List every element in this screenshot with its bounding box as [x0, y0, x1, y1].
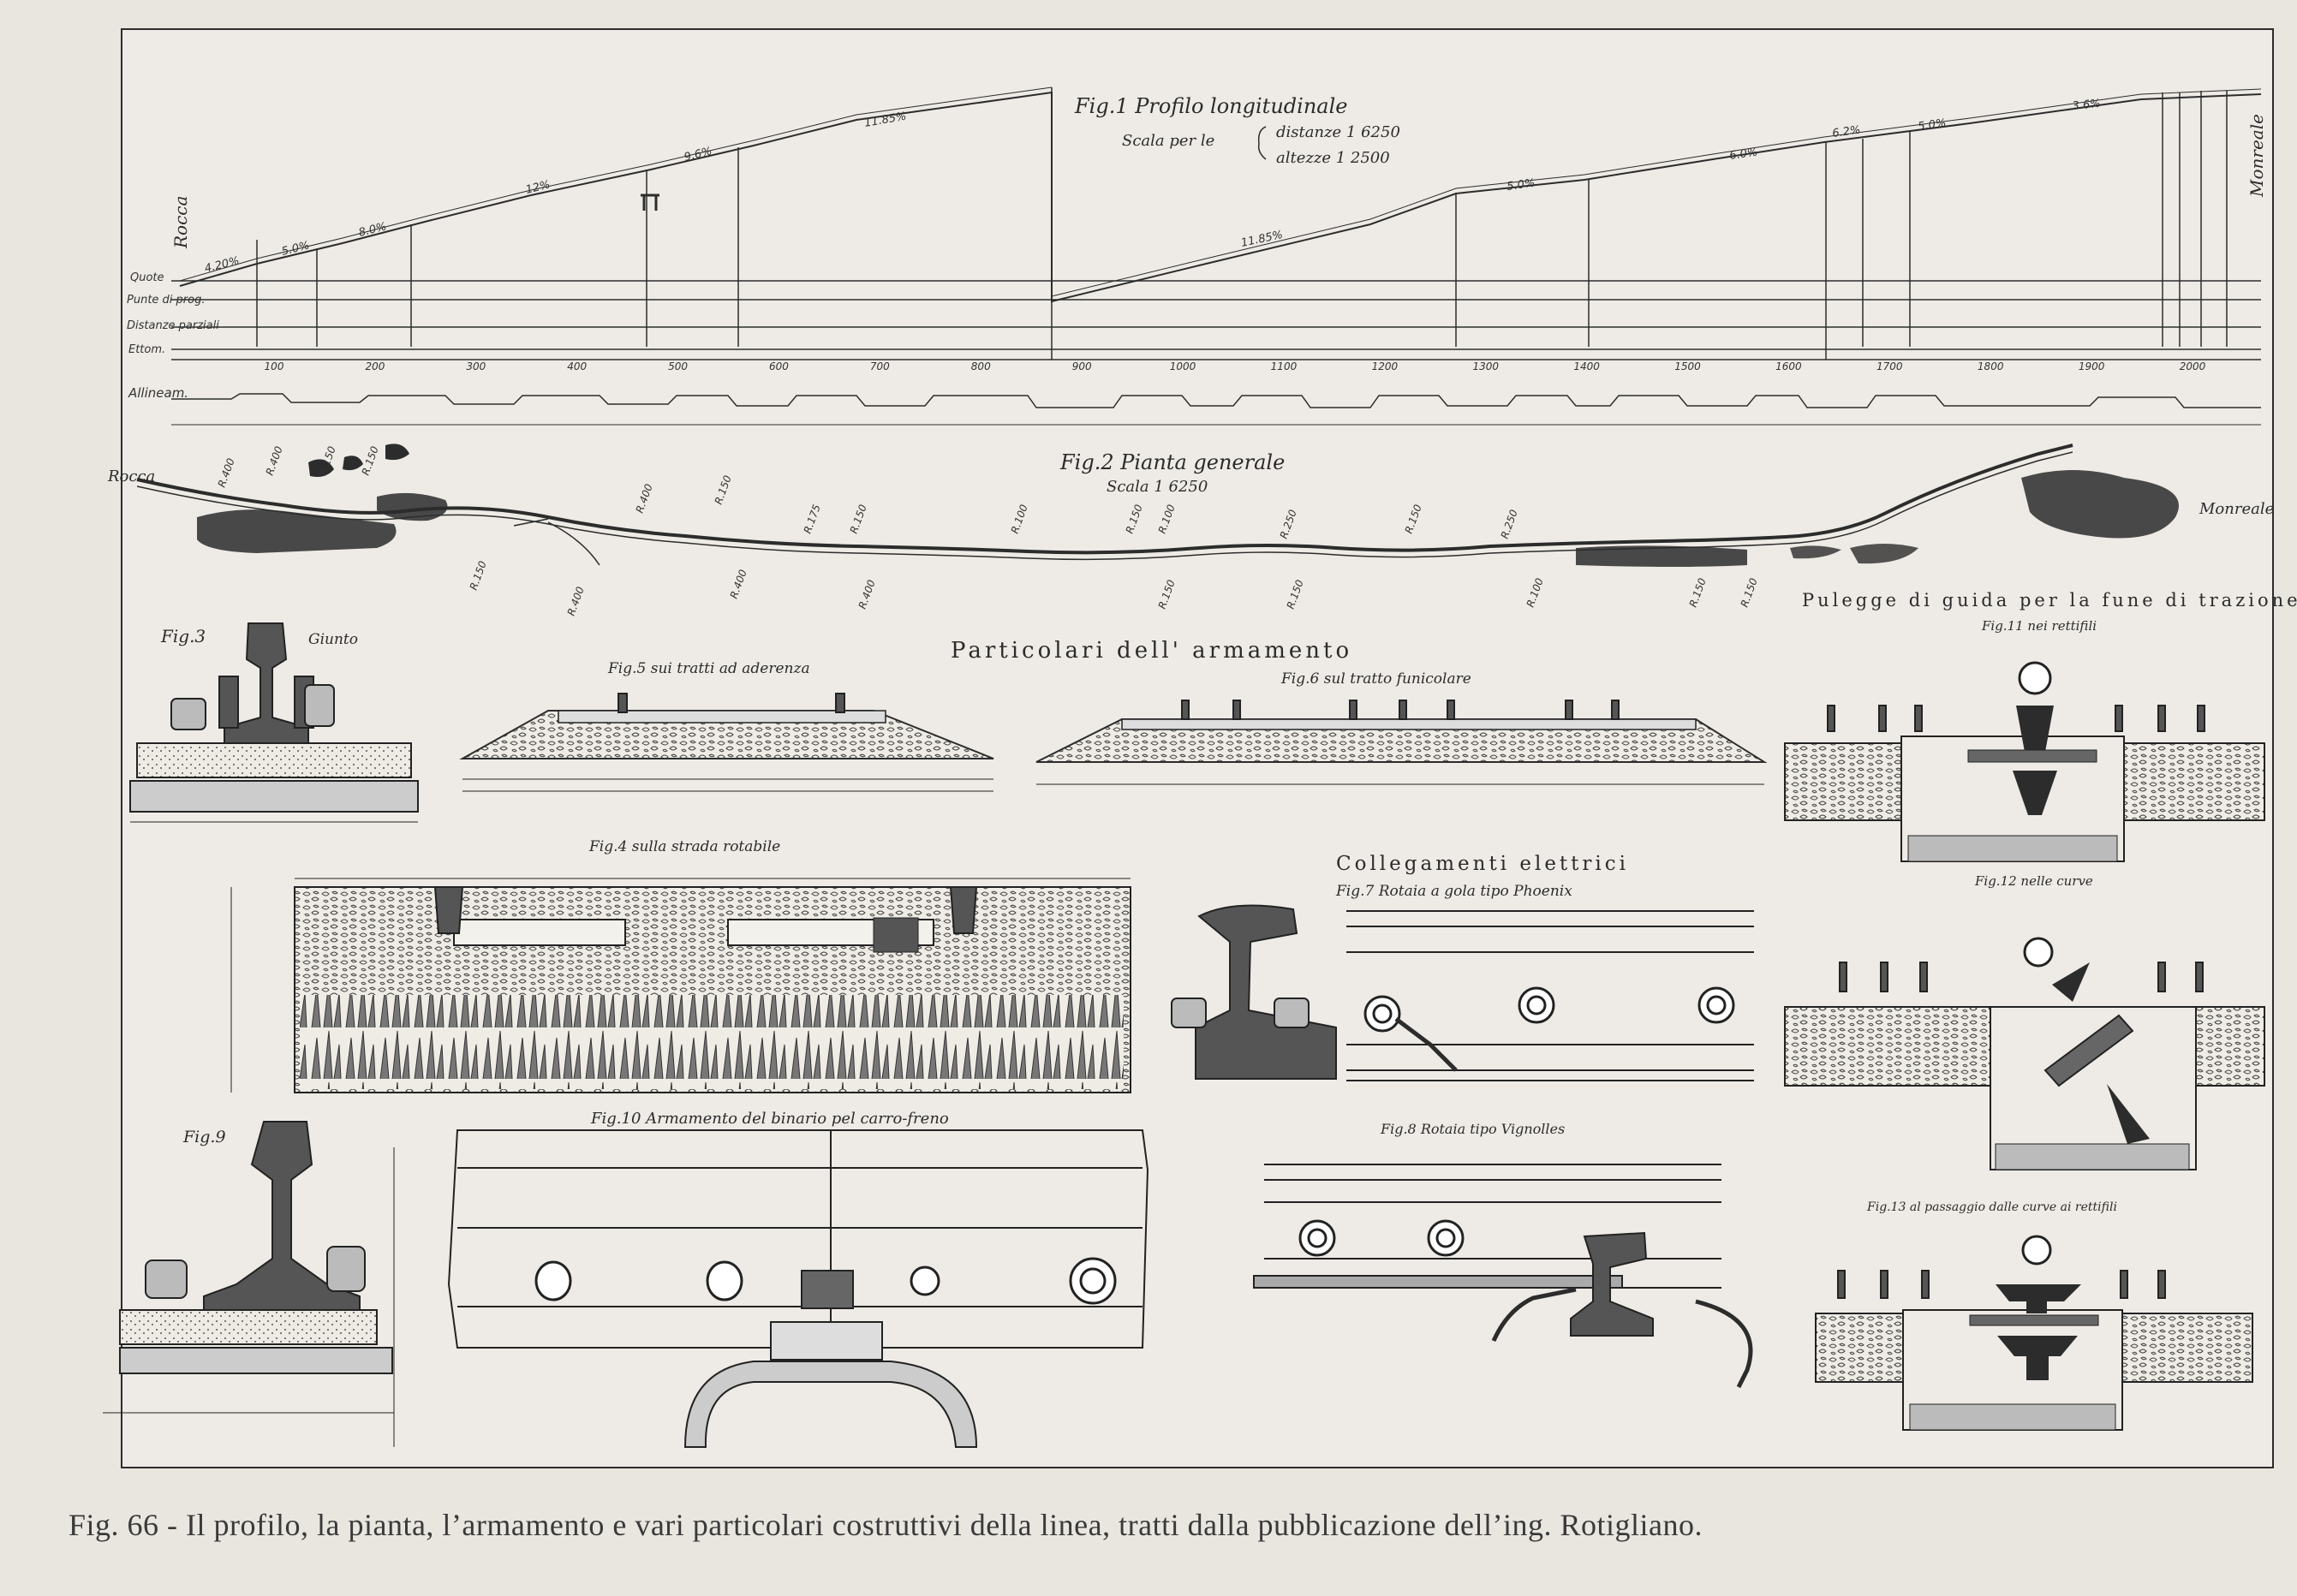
fig1-scale-prefix: Scala per le: [1122, 132, 1214, 150]
fig1-scale-distances: distanze 1 6250: [1276, 123, 1400, 141]
fig11-label: Fig.11 nei rettifili: [1981, 618, 2097, 634]
fig13-pulley-transition: Fig.13 al passaggio dalle curve ai retti…: [1815, 1200, 2253, 1431]
fig2-end-place: Monreale: [2199, 500, 2274, 518]
fig1-chainage-label: 900: [1072, 360, 1092, 372]
fig1-scale-heights: altezze 1 2500: [1276, 149, 1390, 167]
fig7-phoenix-rail: Fig.7 Rotaia a gola tipo Phoenix: [1171, 883, 1754, 1081]
fig1-chainage-label: 300: [466, 360, 486, 372]
fig1-chainage-label: 1700: [1876, 360, 1903, 372]
fig1-chainage-label: 1100: [1271, 360, 1298, 372]
fig1-gradient-9: 6.0%: [1728, 146, 1758, 163]
fig1-chainage-label: 1600: [1775, 360, 1802, 372]
fig1-gradient-4: 12%: [524, 178, 552, 197]
fig1-chainage-label: 600: [769, 360, 789, 372]
fig2-plan: Fig.2 Pianta generale Scala 1 6250 Rocca…: [107, 444, 2274, 617]
fig1-chainage-label: 700: [870, 360, 890, 372]
pulegge-title: Pulegge di guida per la fune di trazione: [1802, 590, 2297, 610]
fig1-row-distanze: Distanze parziali: [127, 319, 219, 332]
fig1-chainage: 100 200 300 400 500 600 700 800 900 1000 1100 1200 1…: [265, 360, 2206, 372]
fig1-row-punte: Punte di prog.: [127, 294, 205, 307]
fig1-chainage-label: 1500: [1674, 360, 1701, 372]
fig1-chainage-label: 1800: [1978, 360, 2004, 372]
fig5-section-adhesion: Fig.5 sui tratti ad aderenza: [459, 660, 994, 792]
fig8-vignolles-rail: Fig.8 Rotaia tipo Vignolles: [1253, 1121, 1753, 1389]
fig10-label: Fig.10 Armamento del binario pel carro-f…: [590, 1110, 949, 1128]
fig1-start-place: Rocca: [170, 196, 191, 249]
fig12-pulley-curve: Fig.12 nelle curve: [1784, 873, 2265, 1170]
fig1-chainage-label: 100: [265, 360, 284, 372]
fig6-section-funicular: Fig.6 sul tratto funicolare: [1035, 670, 1768, 785]
fig3-label: Fig.3: [160, 626, 206, 646]
fig1-gradient-12: 3.6%: [2072, 98, 2101, 113]
fig2-title: Fig.2 Pianta generale: [1059, 450, 1285, 474]
fig1-row-quote: Quote: [130, 271, 164, 284]
fig1-gradient-8: 5.0%: [1506, 177, 1536, 194]
fig1-chainage-label: 1900: [2079, 360, 2105, 372]
fig11-pulley-straight: Fig.11 nei rettifili: [1784, 618, 2265, 862]
fig5-label: Fig.5 sui tratti ad aderenza: [607, 660, 810, 677]
armamento-title: Particolari dell' armamento: [951, 638, 1352, 664]
fig1-profile: Fig.1 Profilo longitudinale Scala per le…: [127, 86, 2267, 426]
fig2-scale: Scala 1 6250: [1107, 478, 1208, 496]
fig3-note: Giunto: [308, 631, 358, 648]
fig13-label: Fig.13 al passaggio dalle curve ai retti…: [1866, 1200, 2117, 1214]
fig1-chainage-label: 500: [668, 360, 688, 372]
fig10-brake-track: Fig.10 Armamento del binario pel carro-f…: [447, 1110, 1149, 1448]
fig1-chainage-label: 1000: [1170, 360, 1196, 372]
figure-caption: Fig. 66 - Il profilo, la pianta, l’armam…: [69, 1508, 1703, 1542]
fig1-title: Fig.1 Profilo longitudinale: [1074, 94, 1347, 118]
fig9-label: Fig.9: [182, 1128, 226, 1146]
fig1-chainage-label: 800: [971, 360, 991, 372]
fig3-rail-joint: Fig.3 Giunto: [129, 622, 419, 823]
fig1-alignment-label: Allineam.: [128, 385, 188, 401]
fig1-chainage-label: 1300: [1472, 360, 1499, 372]
fig6-label: Fig.6 sul tratto funicolare: [1280, 670, 1471, 688]
fig1-chainage-label: 400: [567, 360, 587, 372]
fig1-chainage-label: 2000: [2180, 360, 2206, 372]
fig1-end-place: Monreale: [2246, 114, 2267, 198]
fig9-rail-section: Fig.9: [103, 1121, 395, 1447]
fig4-road-track: Fig.4 sulla strada rotabile: [230, 838, 1131, 1093]
fig1-row-ettom: Ettom.: [128, 343, 165, 356]
fig1-chainage-label: 1400: [1573, 360, 1600, 372]
collegamenti-title: Collegamenti elettrici: [1336, 853, 1629, 875]
fig7-label: Fig.7 Rotaia a gola tipo Phoenix: [1335, 883, 1572, 900]
fig12-label: Fig.12 nelle curve: [1974, 873, 2093, 889]
fig1-chainage-label: 200: [365, 360, 385, 372]
fig1-gradient-10: 6.2%: [1831, 124, 1861, 140]
fig1-gradient-11: 5.0%: [1917, 117, 1947, 134]
fig1-chainage-label: 1200: [1372, 360, 1399, 372]
fig4-label: Fig.4 sulla strada rotabile: [588, 838, 780, 855]
fig8-label: Fig.8 Rotaia tipo Vignolles: [1380, 1121, 1565, 1137]
